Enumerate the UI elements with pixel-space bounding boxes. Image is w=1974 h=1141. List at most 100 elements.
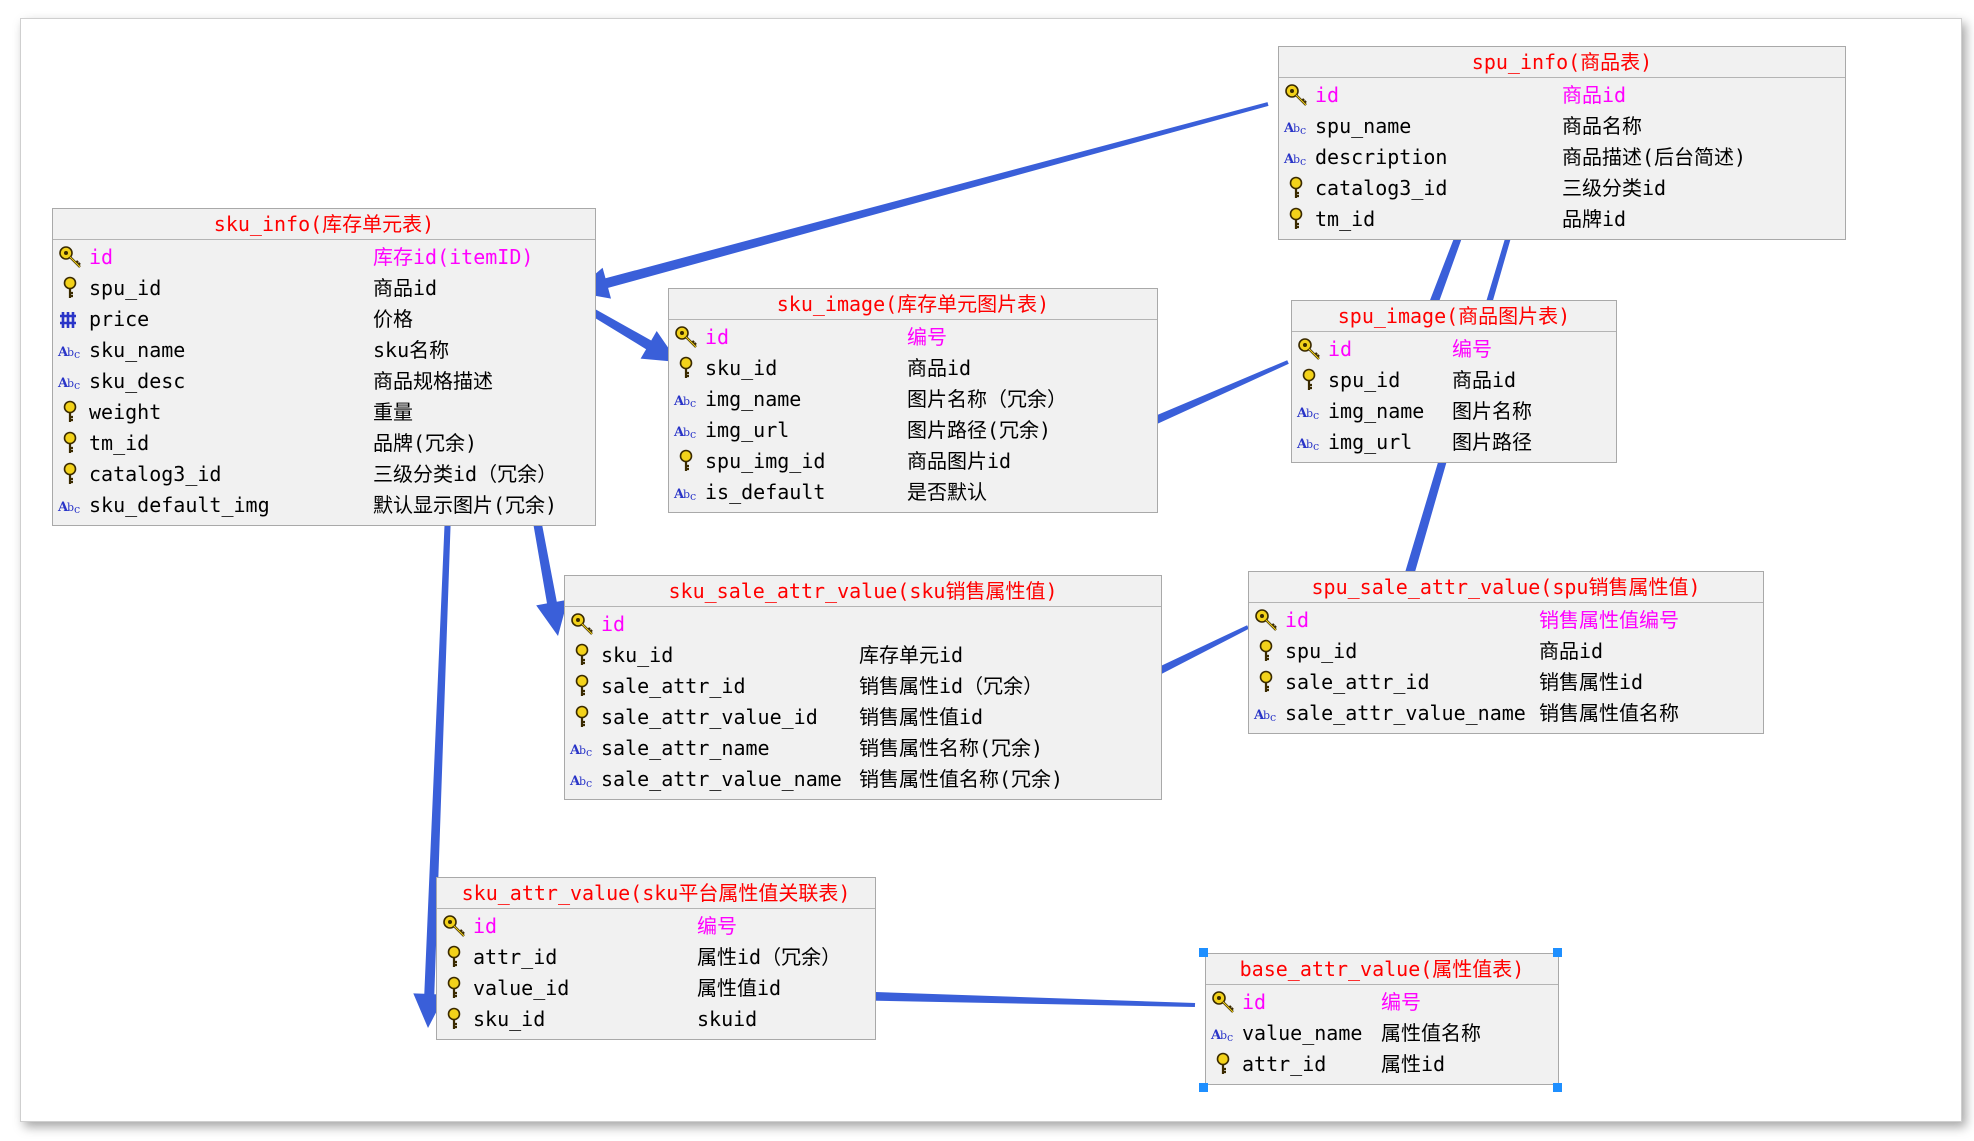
column-row[interactable]: catalog3_id 三级分类id（冗余） [53,459,595,490]
key-icon [569,702,597,733]
svg-text:b: b [683,488,690,501]
column-comment: 商品id [1562,83,1627,107]
table-title: spu_info(商品表) [1279,47,1845,78]
primary-key-icon [441,911,469,942]
column-comment: 三级分类id [1562,176,1667,200]
key-icon [441,973,469,1004]
selection-handle-bottom-left[interactable] [1199,1083,1208,1092]
column-comment: 三级分类id（冗余） [373,462,558,486]
arrow-spu-info-to-sku-info [574,102,1269,299]
key-icon [441,1004,469,1035]
selection-handle-top-left[interactable] [1199,948,1208,957]
selection-handle-top-right[interactable] [1553,948,1562,957]
svg-text:b: b [579,775,586,788]
column-name: img_name [1328,399,1425,423]
column-comment: 图片路径 [1452,430,1532,454]
table-title: base_attr_value(属性值表) [1206,954,1558,985]
column-name: sale_attr_value_id [601,705,818,729]
column-comment: 品牌(冗余) [373,431,478,455]
arrow-base-attr-value-to-sku-attr-value [750,977,1196,1010]
svg-text:b: b [67,501,74,514]
selection-handle-bottom-right[interactable] [1553,1083,1562,1092]
svg-text:b: b [1306,438,1313,451]
column-comment: 默认显示图片(冗余) [373,493,558,517]
column-name: sale_attr_id [601,674,746,698]
column-name: img_name [705,387,802,411]
column-name: catalog3_id [89,462,222,486]
column-name: spu_id [89,276,162,300]
column-name: sku_id [601,643,674,667]
column-comment: 销售属性值名称(冗余) [859,767,1064,791]
column-comment: 销售属性值编号 [1539,608,1679,632]
column-comment: 商品描述(后台简述) [1562,145,1747,169]
key-icon [569,671,597,702]
column-comment: 属性id [1381,1052,1446,1076]
svg-text:b: b [67,346,74,359]
primary-key-icon [569,609,597,640]
svg-text:A: A [57,376,69,391]
table-title: spu_sale_attr_value(spu销售属性值) [1249,572,1763,603]
table-title: sku_sale_attr_value(sku销售属性值) [565,576,1161,607]
column-comment: 商品id [907,356,972,380]
numeric-icon [57,304,85,335]
svg-text:b: b [67,377,74,390]
column-row[interactable]: id [565,609,1161,640]
column-comment: 商品图片id [907,449,1012,473]
column-name: sku_desc [89,369,186,393]
svg-text:A: A [673,487,685,502]
table-title: spu_image(商品图片表) [1292,301,1616,332]
